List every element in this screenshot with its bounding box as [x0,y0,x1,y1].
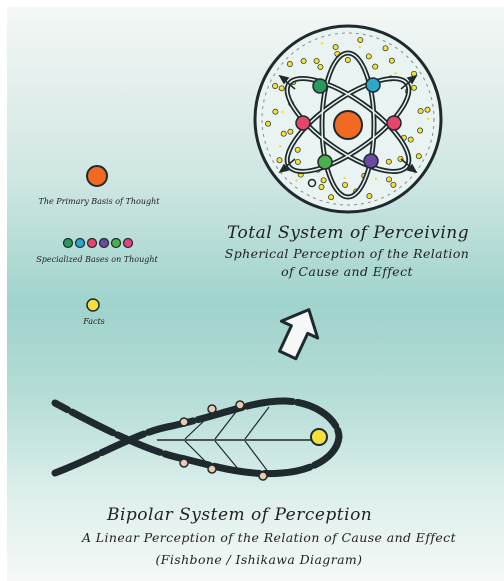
fact-dot [345,57,350,62]
specialized-node-purple [364,154,378,168]
fact-dot [281,111,284,114]
legend-facts-label: Facts [83,317,105,326]
fact-dot [359,46,362,49]
diagram-graphics [7,7,504,581]
fact-dot [416,154,421,159]
fact-dot [295,159,300,164]
specialized-node-pink [387,116,401,130]
fact-dot [281,131,286,136]
fact-dot [389,58,394,63]
legend [64,166,133,311]
total-system-sphere [255,26,441,212]
legend-specialized-icons [64,239,133,248]
fact-dot [366,54,371,59]
specialized-node-blue [366,78,380,92]
legend-facts-icon [87,299,99,311]
diagram-canvas: The Primary Basis of Thought Specialized… [7,7,504,581]
total-system-title: Total System of Perceiving [227,223,469,243]
fact-dot [314,58,319,63]
fact-dot [295,147,300,152]
specialized-node-green [313,79,327,93]
fact-dot [367,194,372,199]
fact-dot [321,178,326,183]
fact-dot [321,42,324,45]
total-system-subtitle-line2: of Cause and Effect [281,264,413,279]
fact-dot [318,64,323,69]
specialized-node-red [296,116,310,130]
fact-dot [394,72,397,75]
fact-dot [408,137,413,142]
up-arrow-icon [270,301,327,363]
fact-dot [319,184,324,189]
fact-dot [342,182,347,187]
fishbone-diagram [55,401,339,480]
fact-dot [277,158,282,163]
bipolar-system-subtitle-line2: (Fishbone / Ishikawa Diagram) [156,552,363,567]
fact-dot [373,64,378,69]
primary-basis-node [334,111,362,139]
specialized-node-lightgreen [318,155,332,169]
fact-dot [273,83,278,88]
fact-dot [295,179,298,182]
fact-dot [279,86,284,91]
fish-body-outline [55,401,339,474]
fact-dot [391,182,396,187]
fact-dot [411,85,416,90]
fact-dot [287,61,292,66]
fact-dot [301,59,306,64]
bipolar-system-title: Bipolar System of Perception [107,505,372,525]
fact-dot [386,159,391,164]
fact-dot [273,109,278,114]
fact-dot [266,121,271,126]
fact-dot [333,45,338,50]
legend-primary-label: The Primary Basis of Thought [39,197,160,206]
orbit-end-dot [309,180,316,187]
fact-dot [386,177,391,182]
fact-dot [425,107,430,112]
fish-effect-node [311,429,327,445]
fact-dot [329,195,334,200]
fact-dot [288,129,293,134]
fact-dot [375,178,378,181]
fact-dot [279,145,282,148]
fact-dot [418,109,423,114]
fact-dot [427,118,430,121]
legend-specialized-label: Specialized Bases on Thought [36,255,157,264]
bipolar-system-subtitle-line1: A Linear Perception of the Relation of C… [82,530,456,545]
total-system-subtitle-line1: Spherical Perception of the Relation [225,246,469,261]
fact-dot [344,177,347,180]
fact-dot [418,128,423,133]
fact-dot [358,37,363,42]
fact-dot [383,46,388,51]
legend-primary-icon [87,166,107,186]
